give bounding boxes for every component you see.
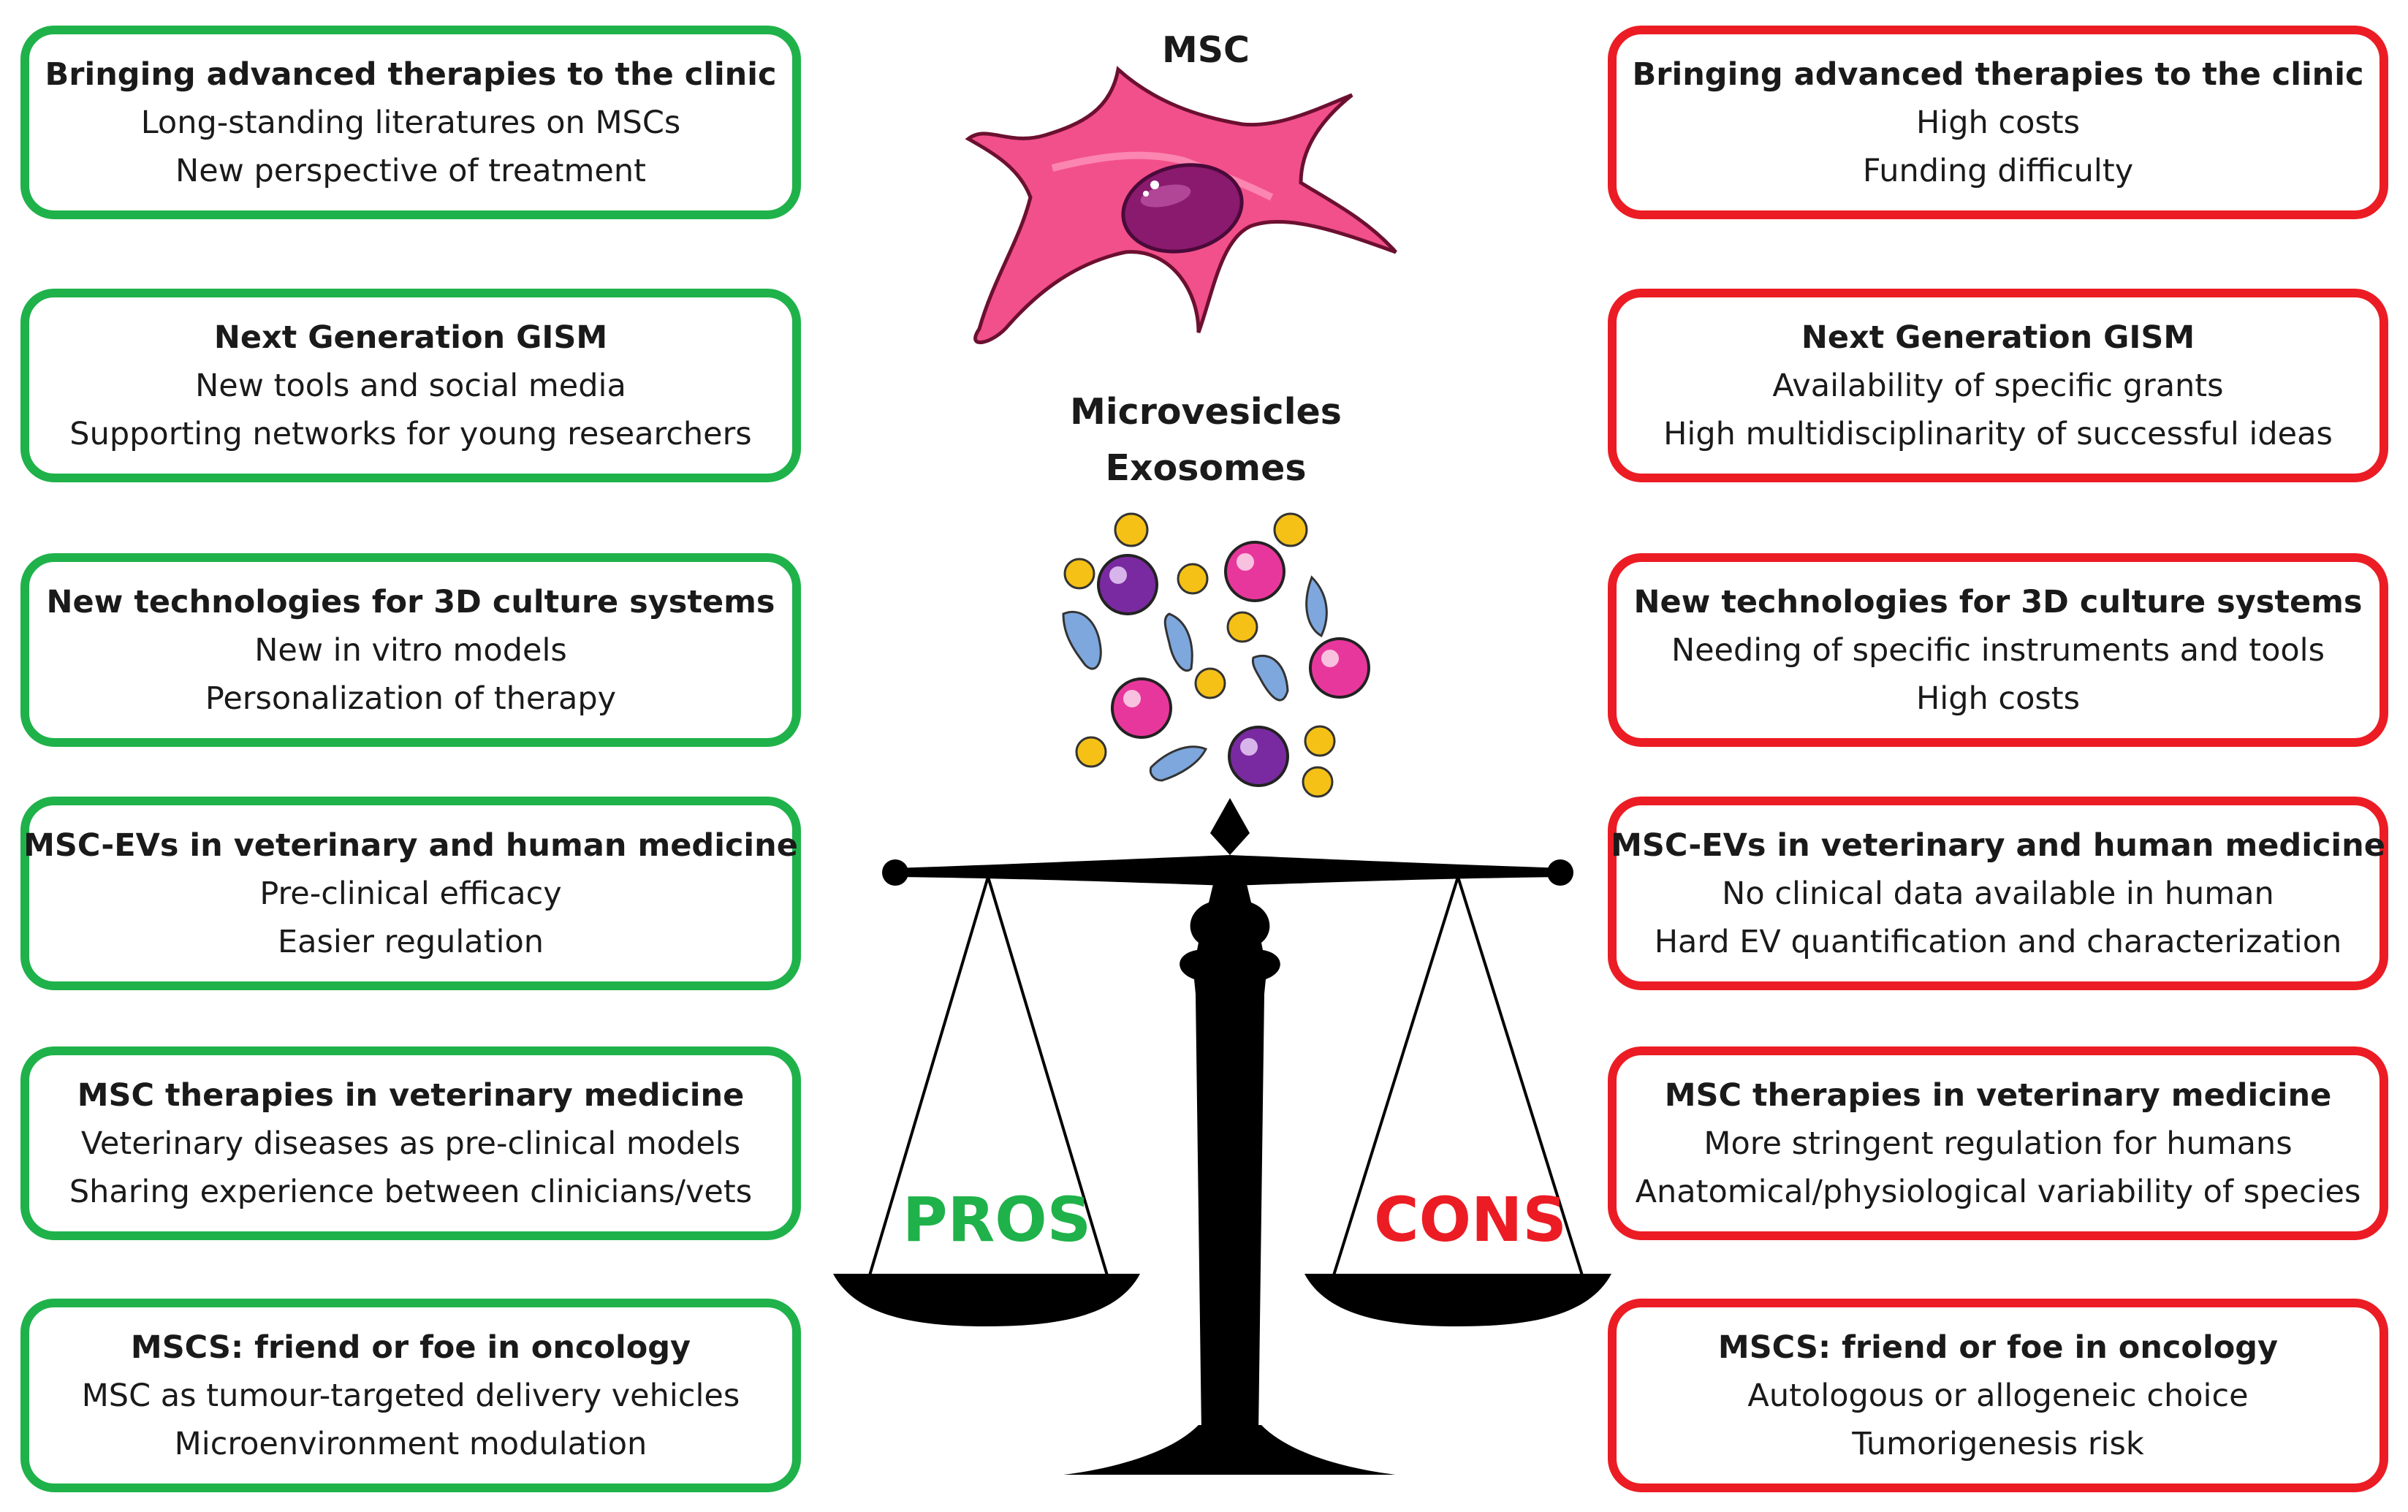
box-line: Availability of specific grants bbox=[1772, 367, 2224, 404]
box-title: Bringing advanced therapies to the clini… bbox=[45, 56, 777, 93]
balance-scale-icon bbox=[833, 798, 1611, 1475]
box-line: No clinical data available in human bbox=[1722, 875, 2274, 912]
box-line: Pre-clinical efficacy bbox=[259, 875, 562, 912]
box-title: New technologies for 3D culture systems bbox=[1633, 583, 2363, 620]
box-line: MSC as tumour-targeted delivery vehicles bbox=[81, 1377, 740, 1414]
pros-box-oncology: MSCS: friend or foe in oncology MSC as t… bbox=[20, 1299, 801, 1492]
exosomes-label: Exosomes bbox=[1105, 447, 1307, 489]
box-title: MSCS: friend or foe in oncology bbox=[130, 1329, 691, 1366]
pros-box-gism: Next Generation GISM New tools and socia… bbox=[20, 289, 801, 482]
box-line: Funding difficulty bbox=[1862, 152, 2134, 189]
box-line: High multidisciplinarity of successful i… bbox=[1663, 415, 2333, 452]
box-line: High costs bbox=[1915, 680, 2081, 717]
box-title: MSC-EVs in veterinary and human medicine bbox=[23, 827, 798, 864]
box-line: Veterinary diseases as pre-clinical mode… bbox=[80, 1125, 741, 1162]
pros-box-veterinary: MSC therapies in veterinary medicine Vet… bbox=[20, 1046, 801, 1240]
box-title: Next Generation GISM bbox=[1801, 319, 2195, 356]
cons-box-veterinary: MSC therapies in veterinary medicine Mor… bbox=[1608, 1046, 2388, 1240]
pros-label: PROS bbox=[903, 1184, 1092, 1255]
box-title: Next Generation GISM bbox=[213, 319, 608, 356]
msc-label: MSC bbox=[1161, 29, 1250, 71]
box-title: MSC therapies in veterinary medicine bbox=[77, 1076, 745, 1114]
box-line: Needing of specific instruments and tool… bbox=[1671, 631, 2325, 669]
box-title: MSCS: friend or foe in oncology bbox=[1717, 1329, 2279, 1366]
box-line: High costs bbox=[1915, 104, 2081, 141]
box-line: Long-standing literatures on MSCs bbox=[140, 104, 681, 141]
msc-cell-icon bbox=[965, 66, 1397, 344]
box-line: Anatomical/physiological variability of … bbox=[1635, 1173, 2361, 1210]
vesicles-icon bbox=[1062, 512, 1370, 798]
box-line: New perspective of treatment bbox=[175, 152, 646, 189]
box-title: MSC therapies in veterinary medicine bbox=[1664, 1076, 2332, 1114]
pros-box-msc-evs: MSC-EVs in veterinary and human medicine… bbox=[20, 797, 801, 990]
box-line: Tumorigenesis risk bbox=[1852, 1425, 2144, 1462]
microvesicles-label: Microvesicles bbox=[1070, 391, 1342, 433]
box-title: New technologies for 3D culture systems bbox=[46, 583, 775, 620]
cons-box-gism: Next Generation GISM Availability of spe… bbox=[1608, 289, 2388, 482]
pros-box-3d-culture: New technologies for 3D culture systems … bbox=[20, 553, 801, 747]
box-line: Autologous or allogeneic choice bbox=[1747, 1377, 2249, 1414]
cons-box-oncology: MSCS: friend or foe in oncology Autologo… bbox=[1608, 1299, 2388, 1492]
box-line: Sharing experience between clinicians/ve… bbox=[69, 1173, 753, 1210]
cons-box-clinic: Bringing advanced therapies to the clini… bbox=[1608, 26, 2388, 219]
box-line: Hard EV quantification and characterizat… bbox=[1654, 923, 2342, 960]
cons-box-msc-evs: MSC-EVs in veterinary and human medicine… bbox=[1608, 797, 2388, 990]
cons-box-3d-culture: New technologies for 3D culture systems … bbox=[1608, 553, 2388, 747]
box-title: Bringing advanced therapies to the clini… bbox=[1632, 56, 2364, 93]
box-line: Personalization of therapy bbox=[205, 680, 617, 717]
box-title: MSC-EVs in veterinary and human medicine bbox=[1611, 827, 2385, 864]
box-line: New in vitro models bbox=[254, 631, 567, 669]
box-line: New tools and social media bbox=[195, 367, 626, 404]
box-line: Microenvironment modulation bbox=[174, 1425, 647, 1462]
box-line: Supporting networks for young researcher… bbox=[69, 415, 752, 452]
cons-label: CONS bbox=[1374, 1184, 1567, 1255]
box-line: More stringent regulation for humans bbox=[1704, 1125, 2293, 1162]
box-line: Easier regulation bbox=[277, 923, 544, 960]
pros-box-clinic: Bringing advanced therapies to the clini… bbox=[20, 26, 801, 219]
